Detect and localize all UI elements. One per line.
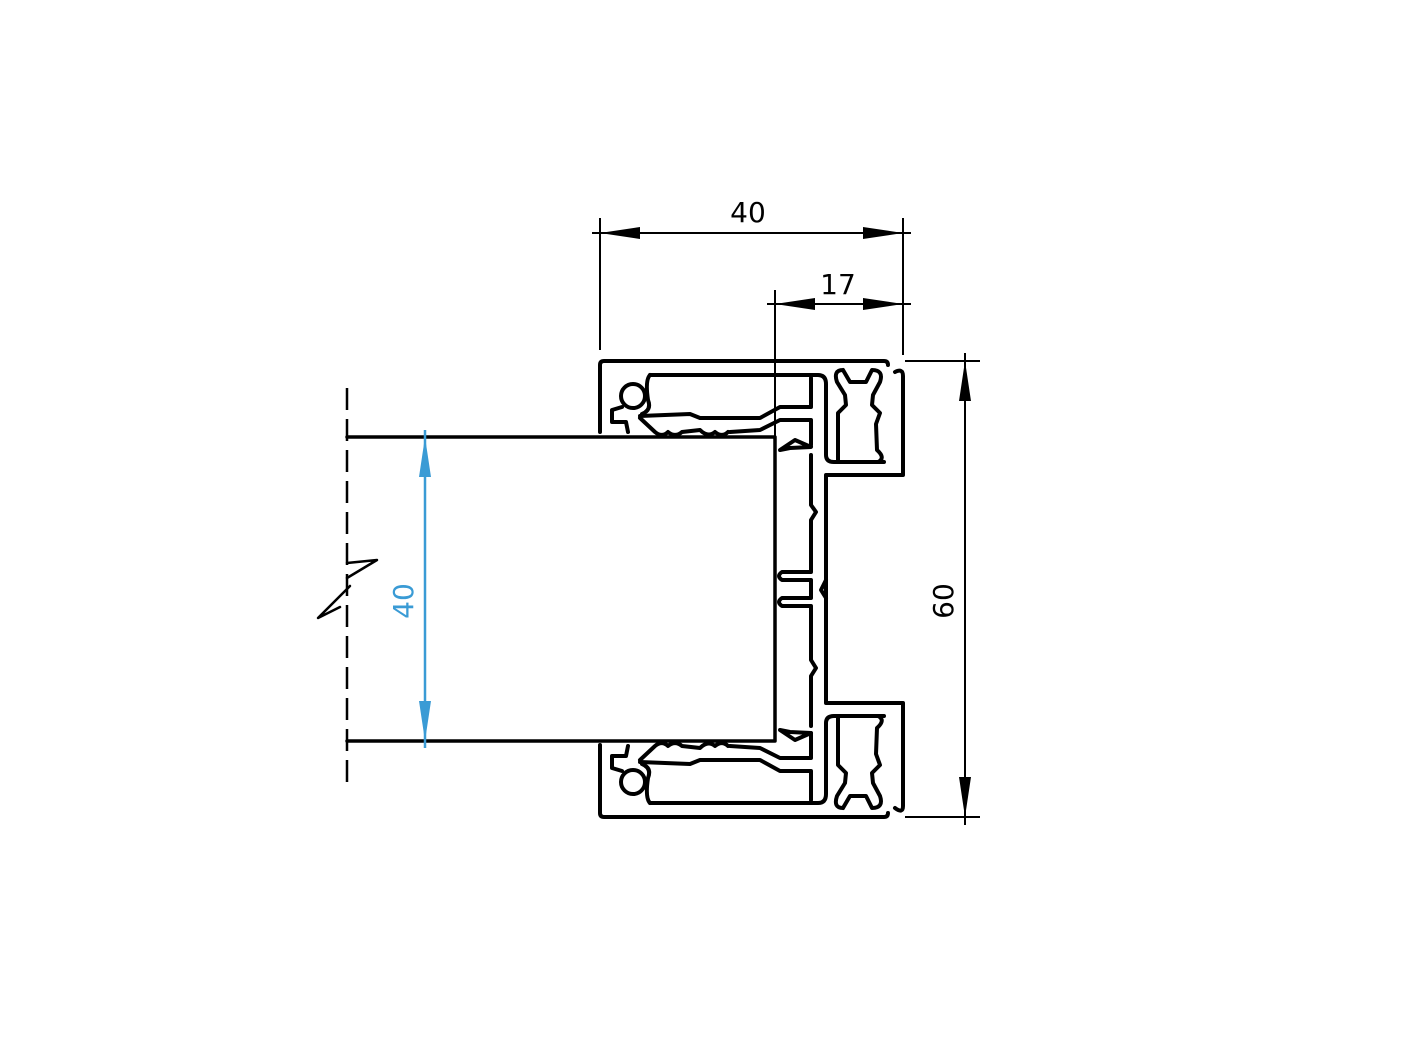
aluminium-profile — [598, 359, 905, 819]
dimension-label-offset: 17 — [820, 268, 856, 301]
dimension-glass-40: 40 — [387, 430, 431, 748]
glass-panel — [316, 388, 777, 785]
dimension-height-60: 60 — [905, 353, 980, 825]
dimension-offset-17: 17 — [767, 268, 911, 437]
dimension-width-40: 40 — [592, 196, 911, 355]
dimension-label-height: 60 — [927, 583, 960, 619]
break-symbol — [316, 558, 379, 620]
dimension-label-glass: 40 — [387, 583, 420, 619]
dimension-label-width: 40 — [730, 196, 766, 229]
